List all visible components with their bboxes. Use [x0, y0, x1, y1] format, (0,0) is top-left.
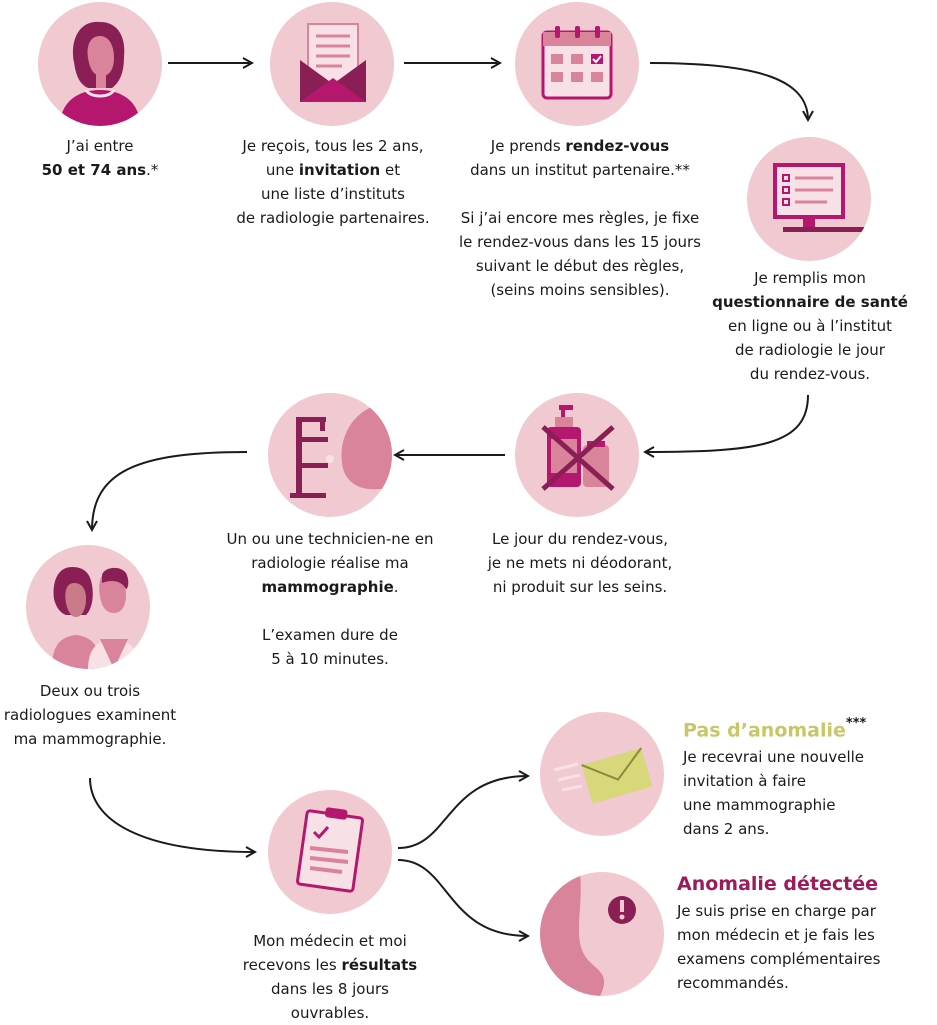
mammography-machine-icon	[268, 393, 392, 517]
outcome-bad-title: Anomalie détectée	[677, 873, 879, 895]
arrow-resultats-to-ok	[397, 776, 528, 849]
no-deodorant-icon	[515, 393, 639, 517]
arrow-questionnaire-to-deodorant	[645, 394, 809, 452]
step-resultats-text: Mon médecin et moi recevons les résultat…	[242, 932, 418, 1022]
outcome-bad-text: Je suis prise en charge par mon médecin …	[677, 902, 881, 992]
outcome-ok-text: Je recevrai une nouvelle invitation à fa…	[683, 748, 865, 838]
arrow-resultats-to-bad	[397, 859, 528, 936]
arrow-radiologues-to-resultats	[89, 777, 255, 852]
step-radiologues-text: Deux ou trois radiologues examinent ma m…	[3, 682, 177, 748]
breast-alert-icon	[540, 872, 664, 996]
radiologists-icon	[26, 545, 150, 669]
step-age-text: J’ai entre 50 et 74 ans.*	[41, 137, 159, 179]
arrow-mammographie-to-radiologues	[92, 451, 248, 530]
outcome-ok-title: Pas d’anomalie***	[683, 716, 867, 742]
step-questionnaire-text: Je remplis mon questionnaire de santé en…	[712, 269, 908, 383]
computer-form-icon	[747, 137, 871, 261]
arrow-rdv-to-questionnaire	[649, 62, 808, 120]
woman-avatar-icon	[38, 2, 162, 126]
envelope-letter-icon	[270, 2, 394, 126]
step-invitation-text: Je reçois, tous les 2 ans, une invitatio…	[236, 137, 430, 227]
step-mammographie-text: Un ou une technicien-ne en radiologie ré…	[226, 530, 434, 668]
calendar-icon	[515, 2, 639, 126]
clipboard-checklist-icon	[268, 790, 392, 914]
step-rdv-text: Je prends rendez-vous dans un institut p…	[459, 137, 701, 299]
yellow-envelope-icon	[540, 712, 664, 836]
step-deodorant-text: Le jour du rendez-vous, je ne mets ni dé…	[487, 530, 673, 596]
